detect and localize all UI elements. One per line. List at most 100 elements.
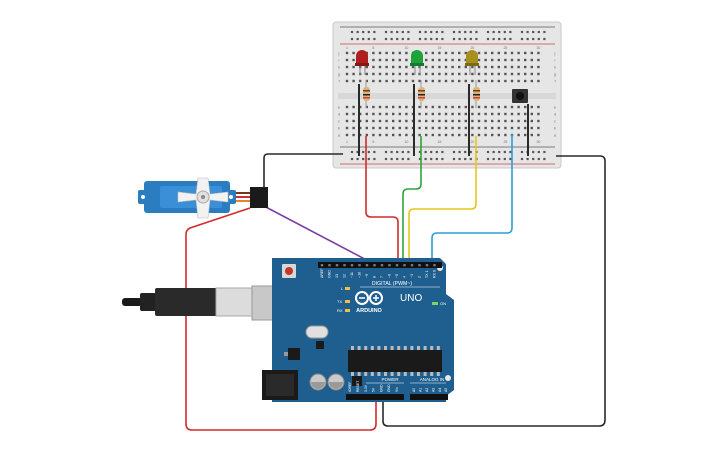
rail-hole (520, 157, 524, 161)
rail-hole (384, 157, 388, 161)
breadboard-hole (464, 112, 467, 116)
rail-hole (475, 30, 478, 34)
resistor-1[interactable] (363, 80, 370, 108)
rail-hole (464, 157, 467, 161)
rail-hole (407, 30, 410, 34)
rail-hole (509, 150, 512, 154)
breadboard-hole (451, 65, 454, 69)
breadboard-hole (484, 119, 487, 123)
breadboard-hole (471, 119, 474, 123)
row-letter: d (338, 112, 340, 117)
breadboard-hole (524, 79, 527, 83)
digital-pin-label: ~9 (365, 274, 369, 278)
breadboard-hole (484, 79, 487, 83)
breadboard-hole (524, 65, 527, 69)
breadboard-ground-jumpers[interactable] (358, 84, 529, 156)
breadboard-hole (372, 72, 375, 76)
row-letter: i (339, 58, 340, 63)
breadboard-hole (431, 105, 434, 109)
column-number: 15 (437, 46, 441, 50)
breadboard-hole (517, 58, 520, 62)
breadboard-hole (524, 119, 527, 123)
breadboard-hole (405, 51, 408, 55)
breadboard-hole (537, 79, 540, 83)
breadboard-hole (491, 112, 494, 116)
breadboard-hole (411, 79, 415, 83)
breadboard-hole (438, 79, 441, 83)
rail-hole (435, 30, 438, 34)
breadboard-hole (477, 133, 481, 137)
header-pin (373, 264, 376, 267)
breadboard-hole (524, 105, 527, 109)
breadboard-hole (359, 105, 362, 109)
breadboard-hole (431, 79, 434, 83)
power-pin-label: RESET (356, 381, 360, 392)
rail-hole (396, 157, 399, 161)
breadboard-hole (385, 105, 388, 109)
breadboard-hole (398, 58, 401, 62)
wire-purple (261, 204, 379, 267)
pushbutton[interactable] (512, 89, 528, 103)
rail-hole (356, 157, 359, 161)
servo-motor[interactable] (138, 177, 268, 219)
analog-header-label: ANALOG IN (420, 377, 445, 382)
breadboard-hole (372, 105, 375, 109)
digital-pin-label: 2 (418, 276, 422, 278)
breadboard-hole (438, 119, 441, 123)
breadboard-hole (504, 58, 507, 62)
breadboard-hole (378, 51, 382, 55)
row-letter: j (338, 51, 340, 56)
resistor-2[interactable] (418, 80, 425, 108)
breadboard-hole (464, 79, 467, 83)
rail-hole (458, 157, 461, 161)
reset-button[interactable] (282, 264, 296, 278)
rail-hole (396, 150, 399, 154)
led-red[interactable] (355, 50, 369, 75)
breadboard-hole (385, 133, 388, 137)
breadboard-hole (372, 126, 375, 130)
breadboard-hole (438, 105, 441, 109)
resistor-3[interactable] (473, 80, 480, 108)
breadboard-hole (464, 133, 467, 137)
breadboard-hole (451, 133, 454, 137)
breadboard-hole (405, 58, 408, 62)
breadboard-hole (405, 72, 408, 76)
breadboard-hole (405, 105, 408, 109)
digital-pin-label: ~3 (410, 274, 414, 278)
breadboard-hole (385, 126, 388, 130)
breadboard-hole (530, 105, 533, 109)
rail-hole (367, 150, 370, 154)
led-yellow[interactable] (465, 50, 479, 75)
breadboard-hole (517, 72, 520, 76)
usb-cable[interactable] (122, 285, 291, 321)
rail-hole (350, 157, 354, 161)
breadboard-hole (431, 51, 434, 55)
breadboard-hole (385, 79, 388, 83)
breadboard-hole (345, 112, 349, 116)
breadboard-hole (477, 58, 481, 62)
rail-hole (452, 157, 456, 161)
breadboard-hole (458, 65, 461, 69)
wires[interactable] (185, 134, 606, 431)
wire-green (402, 136, 422, 266)
header-pin (410, 264, 414, 267)
rail-hole (520, 30, 524, 34)
breadboard-hole (510, 126, 514, 130)
rail-hole (367, 37, 370, 41)
breadboard-hole (517, 105, 520, 109)
breadboard-hole (365, 105, 368, 109)
rail-hole (430, 150, 433, 154)
rail-hole (441, 150, 444, 154)
rail-hole (532, 157, 535, 161)
rail-hole (492, 37, 495, 41)
rail-hole (503, 157, 506, 161)
rail-hole (390, 30, 393, 34)
led-green[interactable] (410, 50, 424, 75)
rail-hole (390, 150, 393, 154)
rail-hole (407, 150, 410, 154)
analog-pin-label: A1 (419, 388, 423, 392)
breadboard-hole (378, 58, 382, 62)
